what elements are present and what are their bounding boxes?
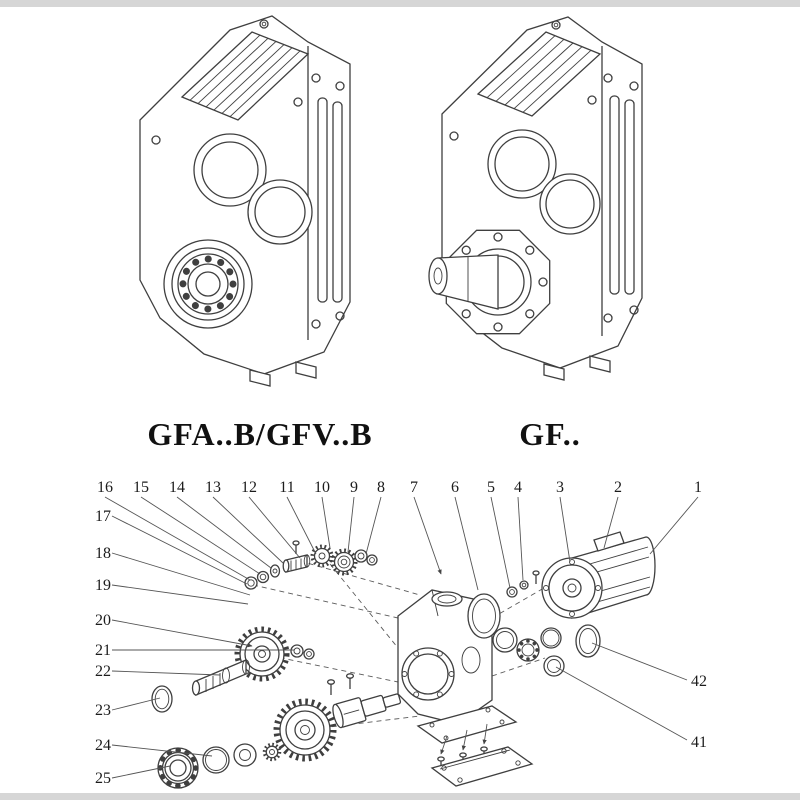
motor — [541, 531, 656, 619]
callout-4: 4 — [514, 479, 522, 496]
callout-9: 9 — [350, 479, 358, 496]
oil-seal — [151, 685, 173, 713]
side-panel — [603, 73, 639, 323]
small-stud-bolt — [292, 540, 300, 554]
callout-22: 22 — [95, 663, 111, 680]
output-shaft — [428, 254, 499, 310]
inspection-bores — [193, 133, 313, 245]
input-gear-small — [310, 544, 334, 568]
fastening-pins — [326, 673, 355, 695]
callout-14: 14 — [169, 479, 185, 496]
callout-41: 41 — [691, 734, 707, 751]
callout-12: 12 — [241, 479, 257, 496]
callout-19: 19 — [95, 577, 111, 594]
gearbox-solid-shaft-drawing — [428, 16, 643, 381]
motor-flange — [541, 557, 603, 619]
bottom-edge-strip — [0, 793, 800, 800]
callout-13: 13 — [205, 479, 221, 496]
input-pinion-shaft — [282, 554, 311, 573]
bearing-and-rings — [492, 624, 601, 677]
model-caption-left: GFA..B/GFV..B — [147, 416, 373, 452]
callout-24: 24 — [95, 737, 111, 754]
cooling-ribs — [180, 31, 310, 121]
callout-10: 10 — [314, 479, 330, 496]
callout-18: 18 — [95, 545, 111, 562]
exploded-view-diagram: 16 15 14 13 12 11 10 9 8 7 6 5 4 3 2 1 1… — [95, 479, 707, 789]
mounting-feet — [543, 355, 611, 381]
callout-11: 11 — [279, 479, 294, 496]
input-shaft-parts — [244, 540, 378, 590]
model-caption-right: GF.. — [519, 416, 581, 452]
motor-fasteners — [506, 570, 540, 598]
base-plate — [430, 746, 534, 787]
callout-15: 15 — [133, 479, 149, 496]
output-bearing-parts — [157, 742, 282, 789]
callout-16: 16 — [97, 479, 113, 496]
lifting-eye-hole — [259, 19, 269, 29]
flange-gasket — [467, 593, 501, 639]
callout-25: 25 — [95, 770, 111, 787]
mounting-feet — [249, 361, 317, 387]
front-bolts — [449, 95, 597, 141]
inspection-bores — [487, 129, 601, 235]
callout-leader-lines — [104, 496, 699, 779]
input-gear-large — [330, 548, 358, 576]
terminal-box — [593, 531, 625, 552]
callout-17: 17 — [95, 508, 111, 525]
callout-5: 5 — [487, 479, 495, 496]
callout-7: 7 — [410, 479, 418, 496]
output-bearing — [163, 239, 253, 329]
callout-42: 42 — [691, 673, 707, 690]
gearbox-shaft-mounted-drawing — [139, 15, 351, 387]
top-edge-strip — [0, 0, 800, 7]
callout-20: 20 — [95, 612, 111, 629]
callout-21: 21 — [95, 642, 111, 659]
splined-shaft — [191, 659, 250, 696]
cooling-ribs — [476, 31, 602, 117]
side-panel — [311, 73, 345, 329]
callout-numbers: 16 15 14 13 12 11 10 9 8 7 6 5 4 3 2 1 1… — [95, 479, 707, 787]
front-bolts — [151, 97, 303, 145]
callout-6: 6 — [451, 479, 459, 496]
callout-23: 23 — [95, 702, 111, 719]
lifting-eye-hole — [551, 20, 561, 30]
output-shaft — [332, 693, 402, 729]
output-helical-gear — [273, 698, 337, 762]
callout-8: 8 — [377, 479, 385, 496]
callout-1: 1 — [694, 479, 702, 496]
callout-3: 3 — [556, 479, 564, 496]
intermediate-gear-set — [234, 626, 315, 682]
callout-2: 2 — [614, 479, 622, 496]
